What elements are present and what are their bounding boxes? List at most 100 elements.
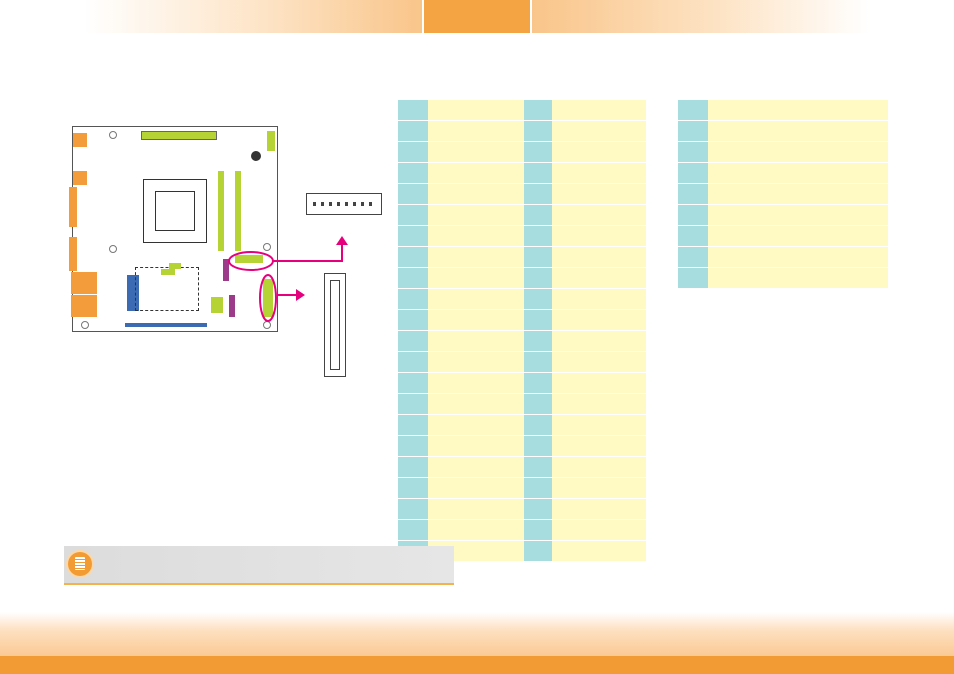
pin-cell [524, 162, 552, 184]
mount-hole-4 [81, 321, 89, 329]
signal-cell [428, 435, 524, 457]
table-row [398, 498, 646, 520]
table-row [398, 330, 646, 352]
pin-cell [678, 141, 708, 163]
signal-cell [552, 372, 646, 394]
pin-cell [524, 246, 552, 268]
signal-cell [428, 372, 524, 394]
pin-cell [398, 120, 428, 142]
pin-cell [398, 393, 428, 415]
signal-cell [708, 246, 888, 268]
table-row [678, 267, 888, 289]
signal-cell [552, 330, 646, 352]
table-row [678, 204, 888, 226]
pin-cell [524, 183, 552, 205]
pin-cell [398, 225, 428, 247]
mount-hole-2 [109, 245, 117, 253]
cpu-socket [143, 179, 207, 243]
mini-pcie-slot [127, 275, 139, 311]
pin-cell [398, 309, 428, 331]
signal-cell [552, 414, 646, 436]
signal-cell [428, 330, 524, 352]
signal-cell [708, 204, 888, 226]
pin-cell [524, 435, 552, 457]
pin-cell [524, 267, 552, 289]
pin-cell [524, 414, 552, 436]
signal-cell [428, 498, 524, 520]
pin-cell [398, 519, 428, 541]
signal-cell [428, 414, 524, 436]
pin-cell [524, 100, 552, 121]
pin-cell [524, 141, 552, 163]
pin-cell [524, 288, 552, 310]
table-row [678, 183, 888, 205]
footer-bar [0, 656, 954, 674]
signal-cell [428, 246, 524, 268]
signal-cell [552, 120, 646, 142]
signal-cell [428, 267, 524, 289]
signal-cell [428, 393, 524, 415]
pin-cell [398, 498, 428, 520]
table-row [398, 414, 646, 436]
pin-cell [524, 120, 552, 142]
signal-cell [552, 498, 646, 520]
signal-cell [428, 309, 524, 331]
pin-cell [678, 183, 708, 205]
highlighted-header-vertical [263, 279, 273, 317]
pin-cell [524, 309, 552, 331]
vertical-connector-diagram [324, 273, 346, 377]
pin-cell [524, 477, 552, 499]
signal-cell [428, 162, 524, 184]
pin-cell [398, 351, 428, 373]
table-row [398, 477, 646, 499]
header-small-3 [211, 297, 223, 313]
pin-cell [678, 267, 708, 289]
audio-jack [73, 133, 87, 147]
signal-cell [428, 120, 524, 142]
purple-header-1 [223, 259, 229, 281]
pin-cell [398, 330, 428, 352]
header-small-1 [169, 263, 181, 269]
pin-cell [524, 498, 552, 520]
usb-port [73, 171, 87, 185]
mount-hole-3 [263, 243, 271, 251]
pin-cell [398, 100, 428, 121]
signal-cell [708, 183, 888, 205]
note-bar [64, 546, 454, 585]
table-row [398, 100, 646, 121]
pin-cell [678, 225, 708, 247]
pin-cell [524, 456, 552, 478]
signal-cell [552, 183, 646, 205]
pin-cell [398, 162, 428, 184]
pin-cell [524, 393, 552, 415]
pcie-slot [125, 323, 207, 327]
signal-cell [552, 246, 646, 268]
dimm-slot-2 [235, 171, 241, 251]
table-row [398, 204, 646, 226]
signal-cell [428, 141, 524, 163]
pin-cell [398, 141, 428, 163]
signal-cell [552, 309, 646, 331]
pin-cell [524, 204, 552, 226]
footer-gradient [0, 612, 954, 658]
signal-cell [552, 162, 646, 184]
table-row [398, 351, 646, 373]
pin-cell [678, 120, 708, 142]
table-row [398, 435, 646, 457]
pin-cell [524, 372, 552, 394]
signal-cell [708, 225, 888, 247]
vga-port [69, 237, 77, 271]
signal-cell [428, 519, 524, 541]
signal-cell [552, 351, 646, 373]
header-small-2 [161, 269, 175, 275]
table-row [398, 393, 646, 415]
signal-cell [428, 204, 524, 226]
signal-cell [708, 267, 888, 289]
table-row [398, 141, 646, 163]
signal-cell [428, 477, 524, 499]
signal-cell [552, 225, 646, 247]
lan-port-1 [71, 272, 97, 294]
table-row [398, 120, 646, 142]
header-tab-left [84, 0, 422, 33]
pin-cell [678, 246, 708, 268]
